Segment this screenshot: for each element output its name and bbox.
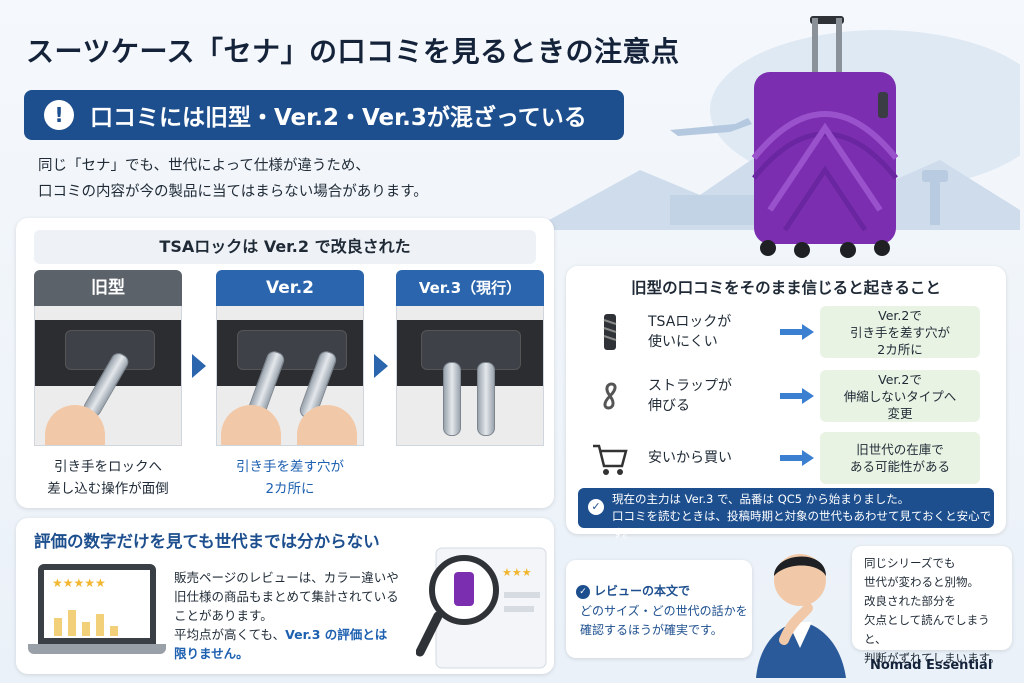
- banner-text: 口コミには旧型・Ver.2・Ver.3が混ざっている: [90, 105, 587, 131]
- risk-row-tsa-text: TSAロックが 使いにくい: [648, 312, 731, 352]
- risk-row-tsa-right-3: 2カ所に: [877, 341, 923, 357]
- rating-line-4: 平均点が高くても、Ver.3 の評価とは: [174, 627, 388, 642]
- risk-row-cheap: 安いから買い 旧世代の在庫で ある可能性がある: [580, 432, 1000, 484]
- column-ver2: Ver.2 引き手を差す穴が 2カ所に: [216, 270, 364, 500]
- risk-row-strap-result: Ver.2で 伸縮しないタイプへ 変更: [820, 370, 980, 422]
- rating-line-1: 販売ページのレビューは、カラー違いや: [174, 570, 399, 585]
- intro-line-1: 同じ「セナ」でも、世代によって仕様が違うため、: [38, 158, 370, 174]
- risk-row-cheap-text: 安いから買い: [648, 448, 732, 468]
- speech-bubble: 同じシリーズでも 世代が変わると別物。 改良された部分を 欠点として読んでしまう…: [852, 546, 1012, 665]
- note-line-1: 現在の主力は Ver.3 で、品番は QC5 から始まりました。: [612, 492, 910, 506]
- rating-card: 評価の数字だけを見ても世代までは分からない ★★★★★ 販売ページのレビューは、…: [16, 518, 554, 674]
- arrow-right-icon: [374, 354, 388, 378]
- rating-paragraph: 販売ページのレビューは、カラー違いや 旧仕様の商品もまとめて集計されている こと…: [174, 568, 399, 663]
- risk-row-cheap-left-1: 安いから買い: [648, 450, 732, 466]
- speech-line-2: 世代が変わると別物。: [864, 575, 979, 589]
- risk-heading: 旧型の口コミをそのまま信じると起きること: [631, 279, 941, 297]
- zipper-icon: [603, 314, 617, 350]
- risk-row-strap-right-1: Ver.2で: [878, 371, 922, 387]
- column-ver2-caption: 引き手を差す穴が 2カ所に: [216, 456, 364, 500]
- risk-row-strap-text: ストラップが 伸びる: [648, 376, 732, 416]
- column-ver3-label: Ver.3（現行）: [396, 270, 544, 306]
- suitcase-illustration: [751, 16, 899, 258]
- risk-row-strap-right-2: 伸縮しないタイプへ: [843, 388, 957, 404]
- laptop-base: [28, 644, 166, 654]
- svg-text:★★★: ★★★: [502, 566, 532, 579]
- speech-line-1: 同じシリーズでも: [864, 556, 956, 570]
- risk-row-tsa-right-1: Ver.2で: [878, 307, 922, 323]
- review-tip-line-1: どのサイズ・どの世代の話かを: [580, 604, 748, 618]
- risk-row-strap: ストラップが 伸びる Ver.2で 伸縮しないタイプへ 変更: [580, 370, 1000, 422]
- risk-row-strap-left-2: 伸びる: [648, 398, 690, 414]
- intro-text: 同じ「セナ」でも、世代によって仕様が違うため、 口コミの内容が今の製品に当てはま…: [38, 153, 428, 205]
- arrow-right-icon: [192, 354, 206, 378]
- column-ver2-caption-1: 引き手を差す穴が: [236, 459, 344, 475]
- note-line-2: 口コミを読むときは、投稿時期と対象の世代もあわせて見ておくと安心です。: [612, 509, 992, 540]
- risk-row-cheap-result: 旧世代の在庫で ある可能性がある: [820, 432, 980, 484]
- risk-card: 旧型の口コミをそのまま信じると起きること TSAロックが 使いにくい Ver.2…: [566, 266, 1006, 540]
- column-ver2-caption-2: 2カ所に: [265, 481, 315, 497]
- column-old-caption-1: 引き手をロックへ: [54, 459, 162, 475]
- rating-heading: 評価の数字だけを見ても世代までは分からない: [34, 532, 380, 551]
- strap-icon: [603, 382, 617, 410]
- arrow-right-icon: [780, 450, 814, 466]
- risk-row-strap-left-1: ストラップが: [648, 378, 732, 394]
- risk-row-strap-right-3: 変更: [887, 405, 913, 421]
- check-icon: ✓: [588, 499, 604, 515]
- airplane-icon: [670, 118, 752, 136]
- arrow-right-icon: [780, 324, 814, 340]
- risk-row-cheap-right-2: ある可能性がある: [849, 459, 950, 474]
- current-model-note: ✓ 現在の主力は Ver.3 で、品番は QC5 から始まりました。 口コミを読…: [578, 488, 994, 540]
- rating-line-2: 旧仕様の商品もまとめて集計されている: [174, 589, 399, 604]
- person-illustration: [756, 554, 846, 678]
- tsa-heading: TSAロックは Ver.2 で改良された: [34, 230, 536, 264]
- tsa-lock-card: TSAロックは Ver.2 で改良された 旧型 引き手をロックへ 差し込む操作が…: [16, 218, 554, 508]
- check-icon: ✓: [576, 584, 590, 599]
- risk-row-tsa-left-2: 使いにくい: [648, 334, 718, 350]
- warning-banner: ! 口コミには旧型・Ver.2・Ver.3が混ざっている: [24, 90, 624, 140]
- old-lock-image: [34, 306, 182, 446]
- ver3-lock-image: [396, 306, 544, 446]
- arrow-right-icon: [780, 388, 814, 404]
- rating-line-3: ことがあります。: [174, 608, 273, 623]
- risk-row-tsa-right-2: 引き手を差す穴が: [849, 324, 950, 340]
- column-ver3: Ver.3（現行）: [396, 270, 544, 446]
- exclamation-icon: !: [44, 100, 74, 130]
- cart-icon: [593, 444, 628, 475]
- page-title: スーツケース「セナ」の口コミを見るときの注意点: [26, 35, 680, 68]
- risk-row-tsa-result: Ver.2で 引き手を差す穴が 2カ所に: [820, 306, 980, 358]
- column-old: 旧型 引き手をロックへ 差し込む操作が面倒: [34, 270, 182, 500]
- intro-line-2: 口コミの内容が今の製品に当てはまらない場合があります。: [38, 184, 428, 200]
- review-tip-bubble: ✓レビューの本文で どのサイズ・どの世代の話かを 確認するほうが確実です。: [566, 560, 752, 658]
- speech-line-3: 改良された部分を: [864, 594, 956, 608]
- ver2-lock-image: [216, 306, 364, 446]
- brand-logo: Nomad Essential: [870, 658, 993, 673]
- column-old-label: 旧型: [34, 270, 182, 306]
- risk-row-cheap-right-1: 旧世代の在庫で: [856, 442, 944, 457]
- rating-line-5: 限りません。: [174, 646, 249, 661]
- laptop-icon: ★★★★★: [38, 564, 156, 644]
- review-tip-heading: ✓レビューの本文で: [576, 582, 690, 599]
- column-ver2-label: Ver.2: [216, 270, 364, 306]
- risk-row-tsa: TSAロックが 使いにくい Ver.2で 引き手を差す穴が 2カ所に: [580, 306, 1000, 358]
- magnifier-icon: ★★★: [416, 547, 547, 669]
- review-tip-line-2: 確認するほうが確実です。: [580, 623, 723, 637]
- risk-row-tsa-left-1: TSAロックが: [648, 314, 732, 330]
- column-old-caption-2: 差し込む操作が面倒: [47, 481, 169, 497]
- review-tip-body: どのサイズ・どの世代の話かを 確認するほうが確実です。: [580, 602, 748, 640]
- speech-line-4: 欠点として読んでしまうと、: [864, 613, 990, 646]
- speech-line-5: 判断がずれてしまいます。: [864, 651, 1001, 665]
- column-old-caption: 引き手をロックへ 差し込む操作が面倒: [34, 456, 182, 500]
